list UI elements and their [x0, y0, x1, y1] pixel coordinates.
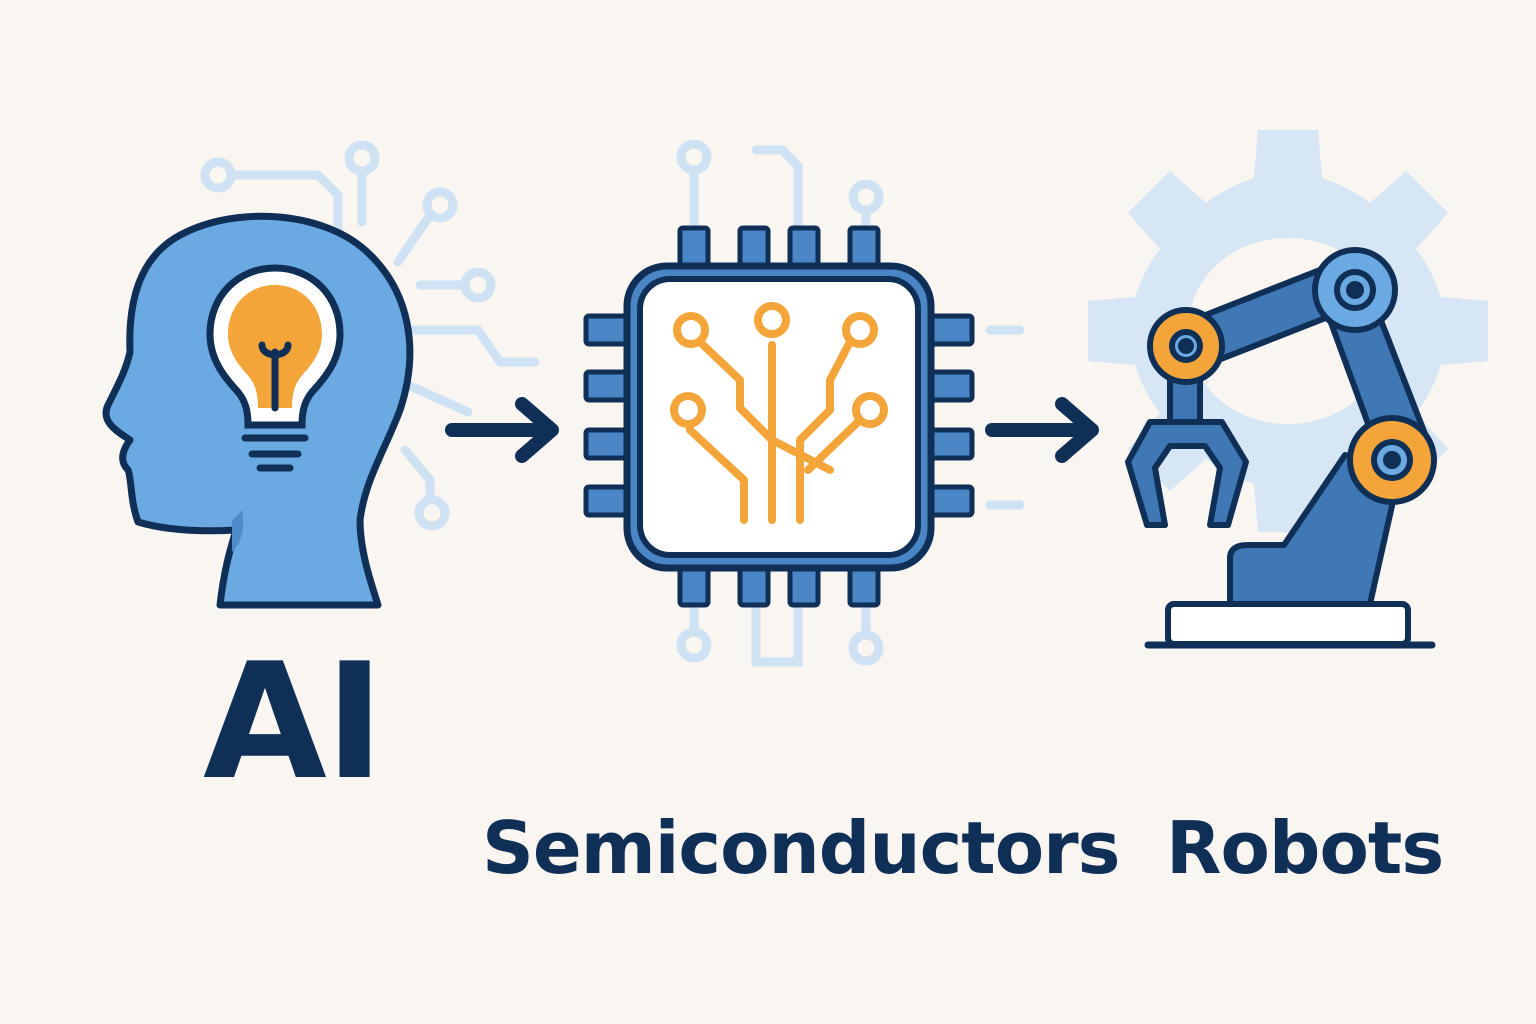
chip-circuit-nodes: [670, 302, 888, 428]
arrow-ai-to-semiconductors: [445, 397, 559, 463]
neck-shadow: [232, 510, 244, 552]
robot-base-plate: [1165, 601, 1411, 647]
robotic-arm-icon: [1125, 247, 1437, 649]
chip-circuit-traces: [686, 338, 864, 524]
microchip-icon: [583, 225, 975, 608]
label-ai: AI: [203, 628, 384, 815]
label-semiconductors: Semiconductors: [482, 806, 1121, 890]
robot-gripper: [1125, 419, 1249, 528]
chip-circuit-decoration: [676, 139, 1025, 667]
arrow-semiconductors-to-robots: [985, 397, 1099, 463]
lightbulb-glow: [228, 285, 322, 408]
head-circuit-decoration: [200, 140, 540, 531]
lightbulb-filament: [258, 341, 292, 412]
label-robots: Robots: [1166, 806, 1444, 890]
lightbulb-base: [241, 434, 309, 472]
head-with-lightbulb-icon: [102, 212, 414, 609]
